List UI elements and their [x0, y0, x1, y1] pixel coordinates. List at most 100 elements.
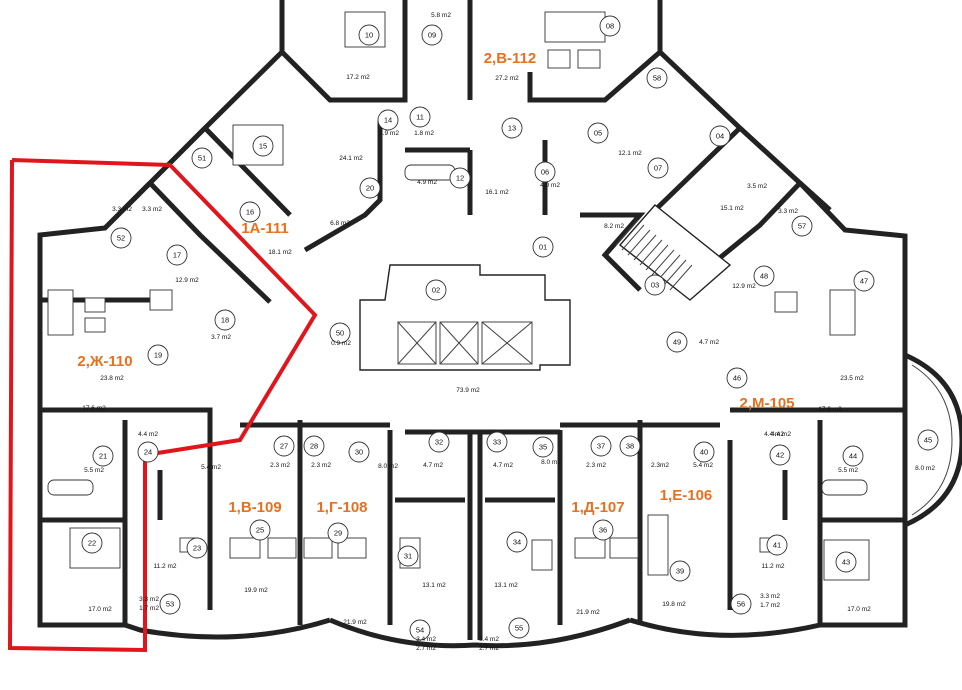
room-marker: 16: [239, 201, 261, 223]
area-label: 4.7 m2: [423, 462, 443, 469]
room-number: 15: [259, 142, 267, 151]
room-number: 14: [384, 116, 392, 125]
area-label: 23.5 m2: [840, 375, 864, 382]
room-number: 39: [676, 567, 684, 576]
room-number: 23: [193, 544, 201, 553]
room-number: 31: [404, 552, 412, 561]
area-label: 3.3 m2: [142, 206, 162, 213]
room-marker: 31: [397, 545, 419, 567]
room-number: 43: [842, 558, 850, 567]
furniture: [47, 11, 870, 581]
room-marker: 25: [249, 519, 271, 541]
area-label: 2.7 m2: [416, 645, 436, 652]
room-number: 24: [144, 448, 152, 457]
room-number: 16: [246, 208, 254, 217]
area-label: 17.0 m2: [88, 606, 112, 613]
room-number: 53: [166, 600, 174, 609]
area-label: 24.1 m2: [339, 155, 363, 162]
room-marker: 54: [409, 619, 431, 641]
apartment-label: 2,М-105: [739, 395, 794, 412]
room-number: 35: [539, 443, 547, 452]
room-number: 11: [416, 113, 424, 122]
room-number: 50: [336, 329, 344, 338]
highlight-outline: [7, 158, 318, 653]
room-number: 57: [798, 222, 806, 231]
area-label: 12.1 m2: [618, 150, 642, 157]
area-label: 1.7 m2: [760, 602, 780, 609]
area-label: 3.4 m2: [479, 636, 499, 643]
room-marker: 07: [647, 157, 669, 179]
room-number: 58: [653, 74, 661, 83]
room-marker: 06: [534, 161, 556, 183]
room-number: 06: [541, 168, 549, 177]
room-marker: 18: [214, 309, 236, 331]
room-marker: 02: [425, 279, 447, 301]
room-number: 09: [428, 31, 436, 40]
area-label: 2.3m2: [651, 462, 669, 469]
room-marker: 41: [766, 534, 788, 556]
area-label: 2.3 m2: [270, 462, 290, 469]
room-number: 29: [334, 529, 342, 538]
room-marker: 51: [191, 147, 213, 169]
area-label: 2.7 m2: [479, 645, 499, 652]
room-marker: 08: [599, 15, 621, 37]
room-marker: 58: [646, 67, 668, 89]
area-label: 1.9 m2: [379, 130, 399, 137]
room-number: 27: [280, 442, 288, 451]
area-label: 6.8 m2: [330, 220, 350, 227]
room-number: 02: [432, 286, 440, 295]
room-marker: 13: [501, 117, 523, 139]
room-marker: 56: [730, 593, 752, 615]
room-number: 46: [733, 374, 741, 383]
room-number: 40: [700, 448, 708, 457]
room-marker: 12: [449, 167, 471, 189]
room-number: 07: [654, 164, 662, 173]
area-label: 21.9 m2: [343, 619, 367, 626]
room-marker: 20: [359, 177, 381, 199]
area-label: 3.3 m2: [778, 208, 798, 215]
room-marker: 11: [409, 106, 431, 128]
area-label: 15.1 m2: [720, 205, 744, 212]
elevator-core: [359, 264, 571, 371]
room-marker: 33: [486, 431, 508, 453]
room-number: 25: [256, 526, 264, 535]
area-label: 3.3 m2: [139, 596, 159, 603]
room-number: 19: [154, 351, 162, 360]
area-label: 16.1 m2: [485, 189, 509, 196]
staircase: [615, 204, 732, 301]
area-label: 19.8 m2: [662, 601, 686, 608]
room-number: 37: [597, 442, 605, 451]
room-marker: 19: [147, 344, 169, 366]
room-marker: 44: [842, 445, 864, 467]
room-marker: 03: [644, 274, 666, 296]
room-marker: 23: [186, 537, 208, 559]
area-label: 19.9 m2: [244, 587, 268, 594]
area-label: 12.9 m2: [732, 283, 756, 290]
apartment-label: 1,В-109: [228, 499, 281, 516]
area-label: 8.0 m2: [541, 459, 561, 466]
room-marker: 14: [377, 109, 399, 131]
area-label: 17.6 m2: [818, 406, 842, 413]
room-marker: 40: [693, 441, 715, 463]
area-label: 4.9 m2: [417, 179, 437, 186]
area-label: 5.4 m2: [201, 464, 221, 471]
room-marker: 53: [159, 593, 181, 615]
room-marker: 47: [853, 270, 875, 292]
area-label: 4.0 m2: [540, 182, 560, 189]
apartment-label: 1А-111: [241, 220, 289, 237]
apartment-label: 2,В-112: [484, 50, 537, 67]
room-marker: 48: [753, 265, 775, 287]
area-label: 5.5 m2: [838, 467, 858, 474]
room-number: 41: [773, 541, 781, 550]
room-marker: 05: [587, 122, 609, 144]
area-label: 17.0 m2: [847, 606, 871, 613]
area-label: 21.9 m2: [576, 609, 600, 616]
area-label: 3.3 m2: [112, 206, 132, 213]
area-label: 5.5 m2: [84, 467, 104, 474]
room-marker: 37: [590, 435, 612, 457]
room-marker: 22: [81, 532, 103, 554]
area-label: 3.5 m2: [747, 183, 767, 190]
room-marker: 36: [592, 519, 614, 541]
